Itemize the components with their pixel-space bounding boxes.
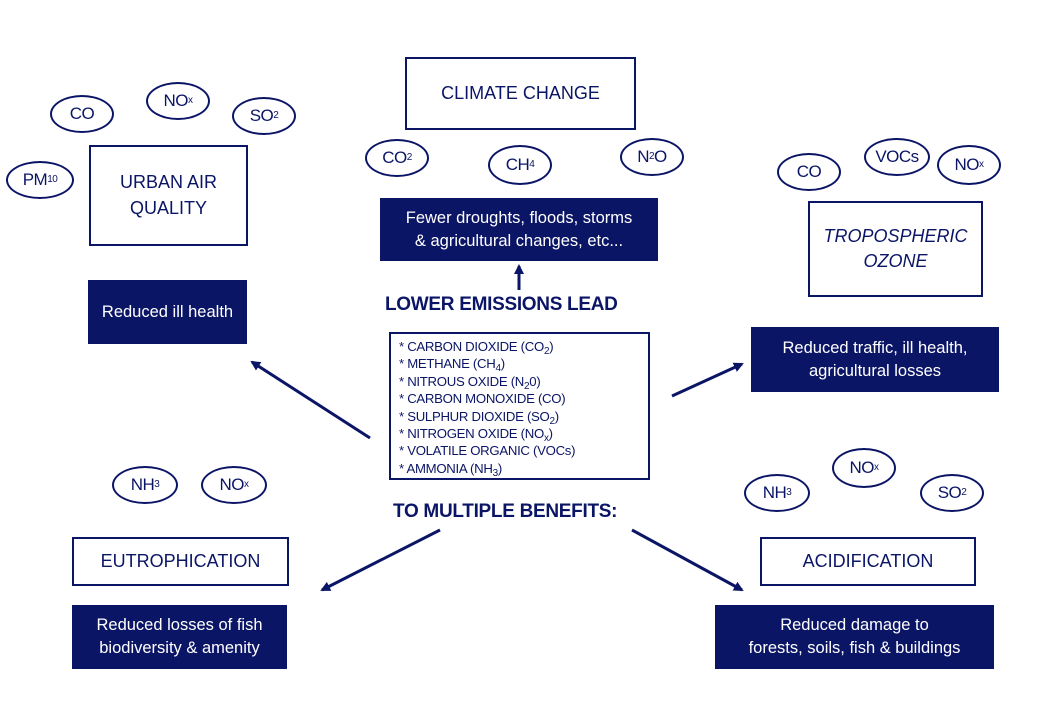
arrow-to-acidification [631,528,744,592]
urban-gas-co: CO [50,95,114,133]
emission-item: * METHANE (CH4) [399,356,505,375]
emission-item: * AMMONIA (NH3) [399,460,502,479]
arrow-to-ozone [671,362,744,398]
emission-item: * NITROGEN OXIDE (NOx) [399,426,553,445]
emission-item: * SULPHUR DIOXIDE (SO2) [399,408,559,427]
climate-change-title: CLIMATE CHANGE [441,82,600,103]
emissions-list: * CARBON DIOXIDE (CO2) * METHANE (CH4) *… [389,332,650,480]
eutrophication-box: EUTROPHICATION [72,537,289,586]
acidification-box: ACIDIFICATION [760,537,976,586]
urban-benefit: Reduced ill health [88,280,247,344]
center-heading-top: LOWER EMISSIONS LEAD [385,294,618,315]
emission-item: * CARBON MONOXIDE (CO) [399,391,566,407]
emission-item: * NITROUS OXIDE (N20) [399,373,541,392]
arrow-to-urban [250,360,371,440]
climate-benefit: Fewer droughts, floods, storms& agricult… [380,198,658,261]
arrow-to-eutrophication [320,528,441,592]
ozone-benefit: Reduced traffic, ill health,agricultural… [751,327,999,392]
climate-change-box: CLIMATE CHANGE [405,57,636,130]
ozone-gas-vocs: VOCs [864,138,930,176]
center-heading-bottom: TO MULTIPLE BENEFITS: [393,501,618,522]
emission-item: * VOLATILE ORGANIC (VOCs) [399,443,576,459]
ozone-gas-co: CO [777,153,841,191]
emission-item: * CARBON DIOXIDE (CO2) [399,339,554,357]
